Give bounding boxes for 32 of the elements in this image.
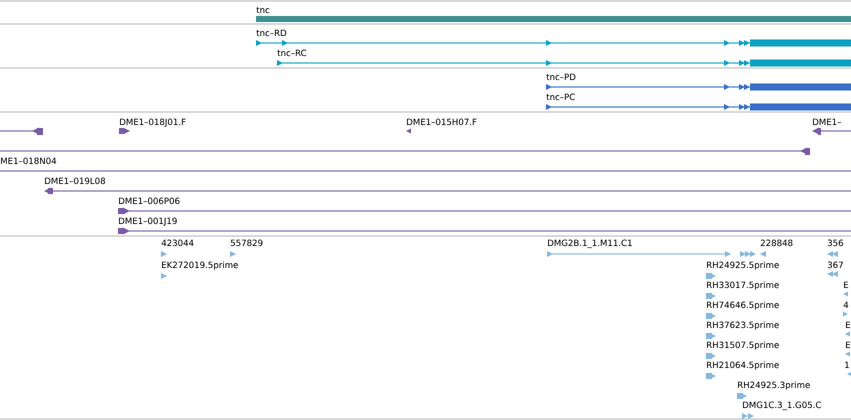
feature-label: DMG2B.1_1.M11.C1 — [548, 240, 632, 248]
feature-label: E — [846, 322, 850, 328]
feature-label: RH21064.5prime — [707, 361, 779, 370]
feature-label: tnc–RD — [256, 30, 286, 36]
feature-label: E — [846, 342, 850, 348]
feature-label: tnc–PC — [546, 94, 575, 100]
feature-label: 1 — [845, 362, 849, 368]
feature-label: DME1–006P06 — [119, 198, 180, 204]
feature-label: 557829 — [230, 240, 262, 246]
feature-label: 4 — [844, 302, 848, 308]
feature-label: E — [844, 282, 848, 288]
feature-label: EK272019.5prime — [162, 261, 238, 270]
feature-label: 356 — [828, 240, 844, 246]
feature-label: tnc–RC — [277, 50, 306, 56]
feature-label: RH31507.5prime — [707, 341, 779, 350]
feature-label: RH24925.3prime — [738, 381, 810, 390]
feature-label: RH74646.5prime — [707, 301, 779, 310]
feature-label: DME1–018J01.F — [120, 118, 186, 127]
feature-label: 423044 — [162, 240, 194, 246]
feature-label: RH24925.5prime — [707, 261, 779, 270]
feature-label: 367 — [828, 262, 843, 268]
feature-label: DME1–019L08 — [45, 178, 105, 184]
feature-label: RH33017.5prime — [707, 281, 779, 290]
feature-label: tnc–PD — [546, 74, 576, 80]
feature-label: DME1–001J19 — [119, 218, 177, 226]
feature-label: 228848 — [760, 240, 792, 246]
feature-label: RH37623.5prime — [707, 321, 779, 330]
feature-label: DME1– — [813, 118, 842, 125]
feature-label: ME1–018N04 — [1, 158, 56, 164]
feature-label: tnc — [256, 6, 270, 14]
feature-label: DME1–015H07.F — [407, 118, 476, 126]
feature-label: DMG1C.3_1.G05.C — [743, 402, 821, 410]
